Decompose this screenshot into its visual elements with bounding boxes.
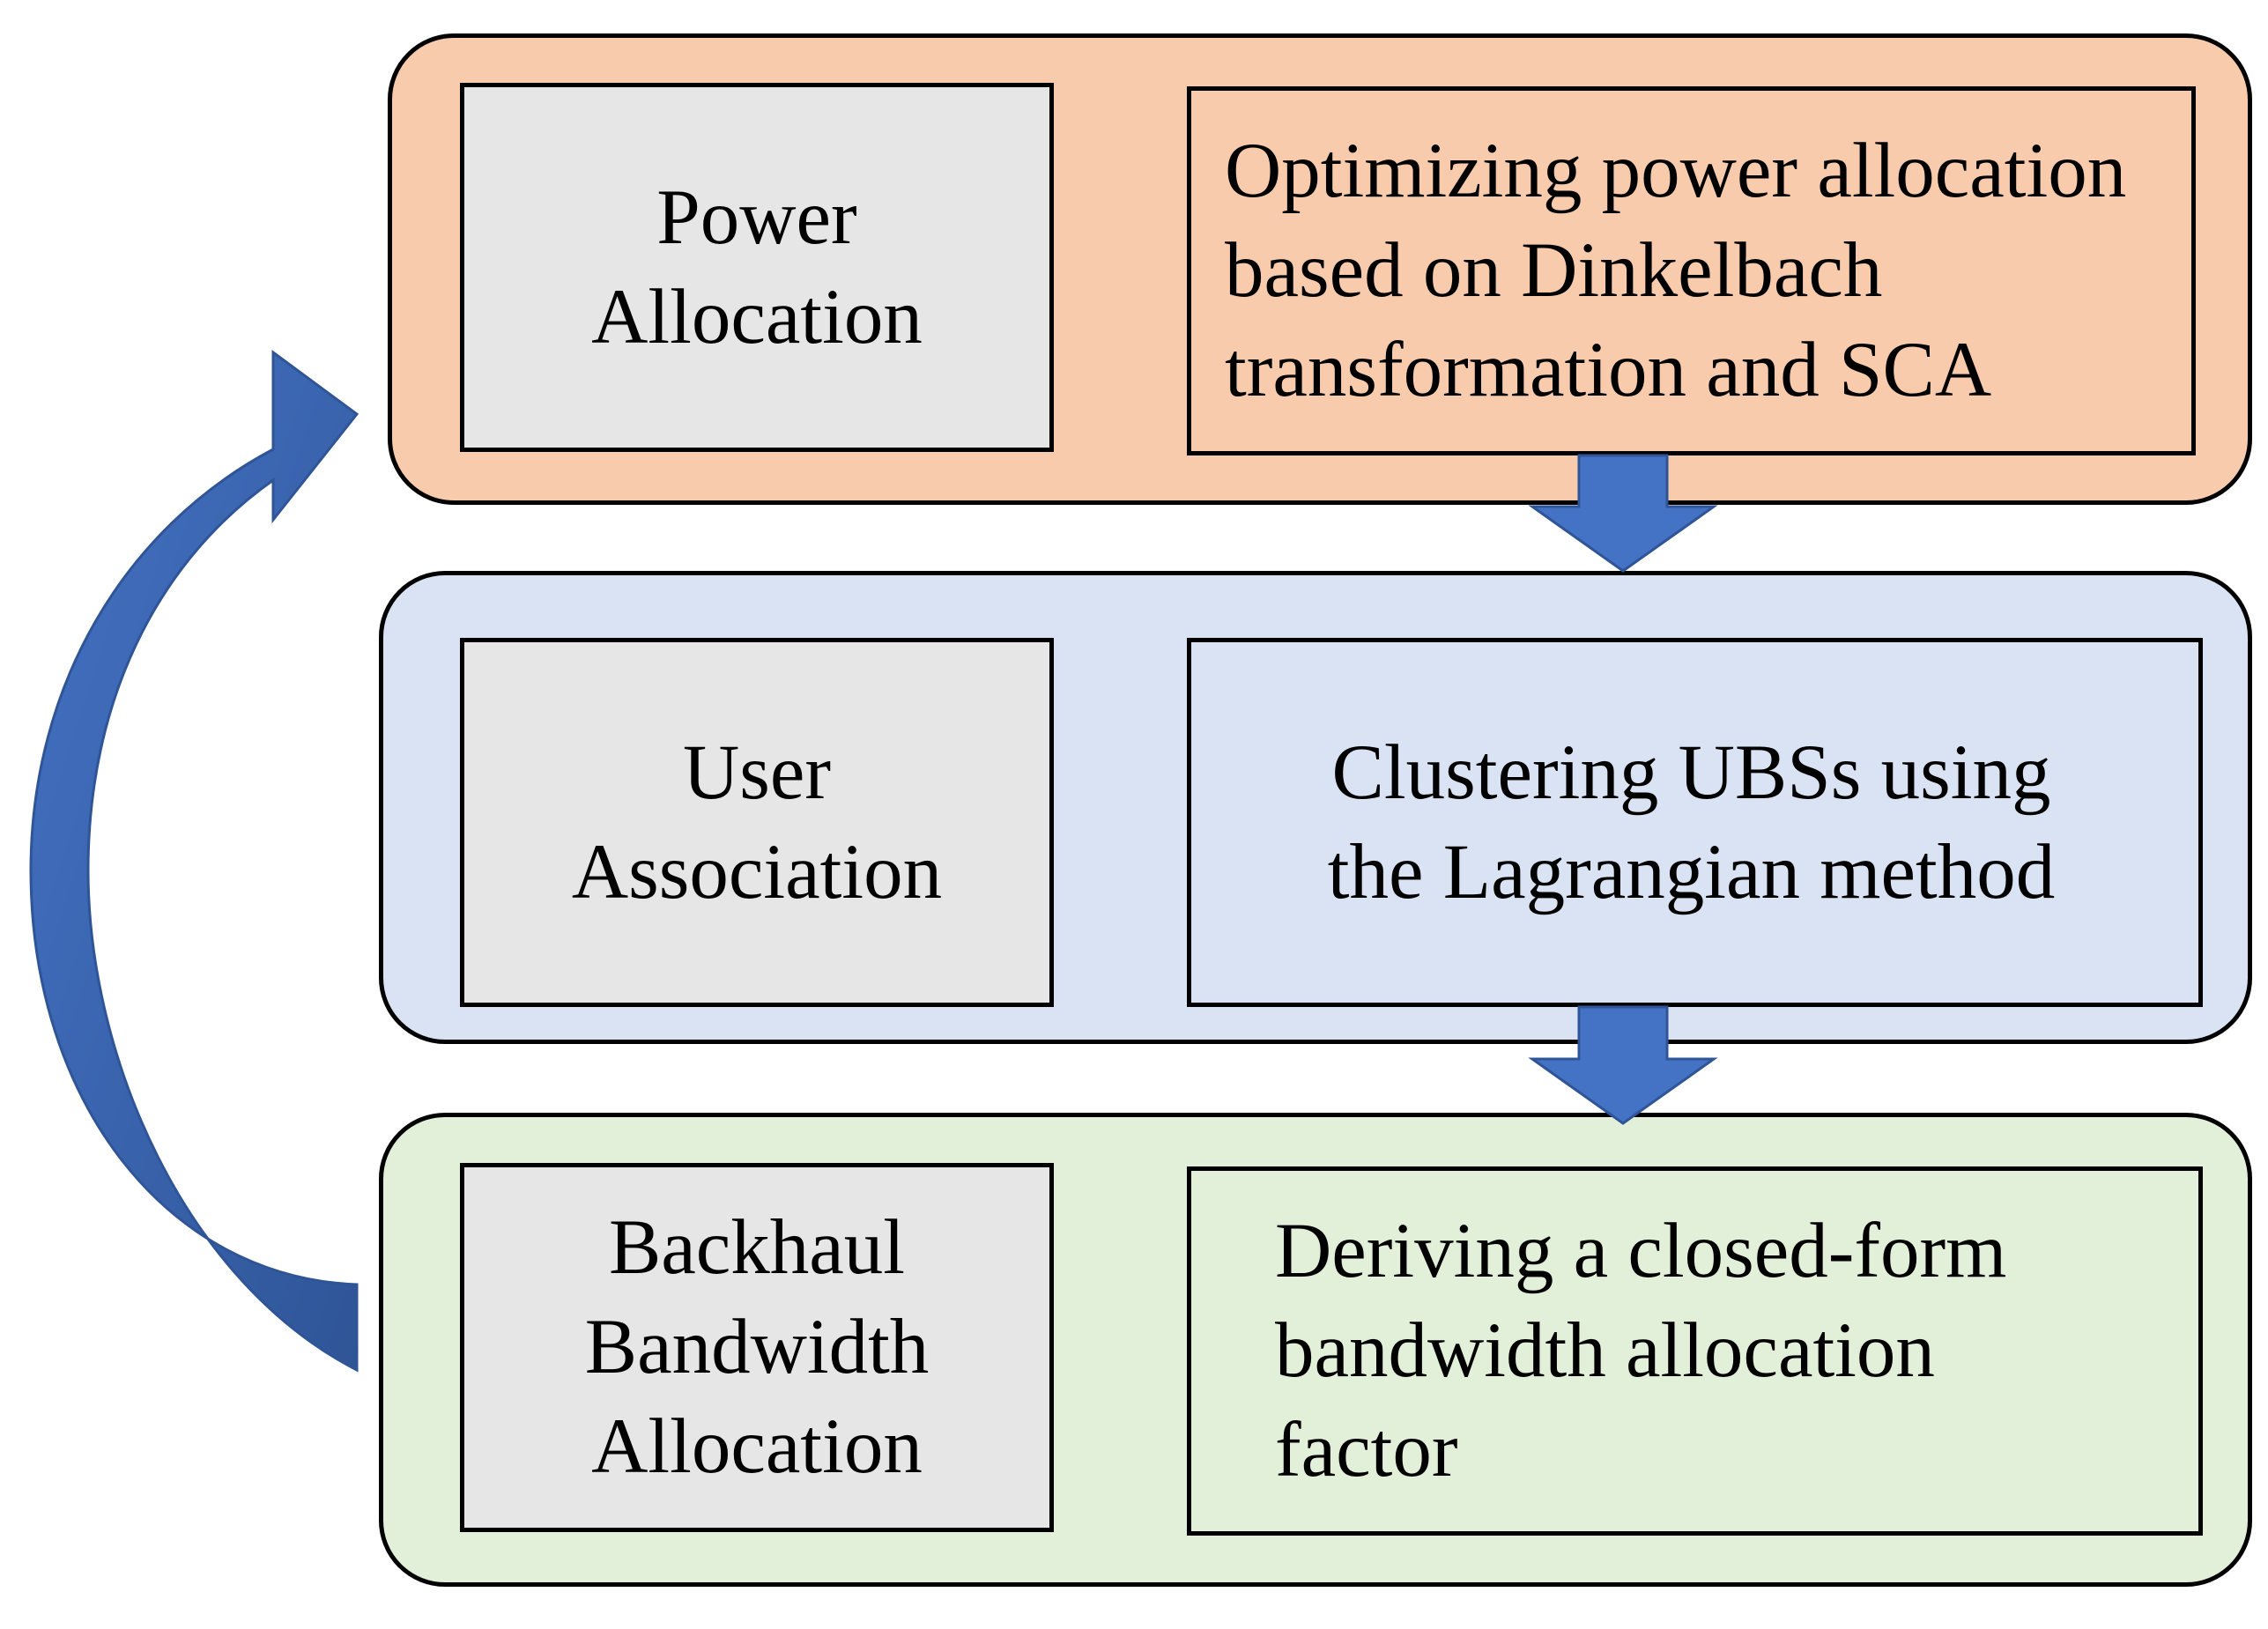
backhaul-description-line: factor (1275, 1407, 1458, 1493)
user-label-line: User (682, 729, 832, 816)
power-label-line: Power (656, 174, 857, 261)
user-description-line: Clustering UBSs using (1331, 729, 2051, 816)
backhaul-description-line: bandwidth allocation (1275, 1307, 1935, 1394)
backhaul-label-line: Bandwidth (584, 1304, 930, 1390)
backhaul-label-line: Backhaul (608, 1204, 906, 1291)
backhaul-description-line: Deriving a closed-form (1275, 1208, 2007, 1294)
user-association-label-box: User Association (460, 638, 1054, 1007)
power-allocation-label-box: Power Allocation (460, 83, 1054, 452)
power-description-line: based on Dinkelbach (1225, 227, 1883, 314)
user-label-line: Association (571, 828, 943, 915)
backhaul-label-line: Allocation (591, 1403, 923, 1490)
user-association-description-box: Clustering UBSs using the Lagrangian met… (1187, 638, 2203, 1007)
backhaul-bandwidth-description-box: Deriving a closed-form bandwidth allocat… (1187, 1166, 2203, 1536)
backhaul-bandwidth-label-box: Backhaul Bandwidth Allocation (460, 1163, 1054, 1532)
power-label-line: Allocation (591, 273, 923, 360)
power-description-line: Optimizing power allocation (1225, 128, 2127, 214)
power-description-line: transformation and SCA (1225, 327, 1992, 413)
user-description-line: the Lagrangian method (1327, 828, 2056, 915)
feedback-loop-arrow (29, 350, 359, 1373)
power-allocation-description-box: Optimizing power allocation based on Din… (1187, 86, 2196, 455)
